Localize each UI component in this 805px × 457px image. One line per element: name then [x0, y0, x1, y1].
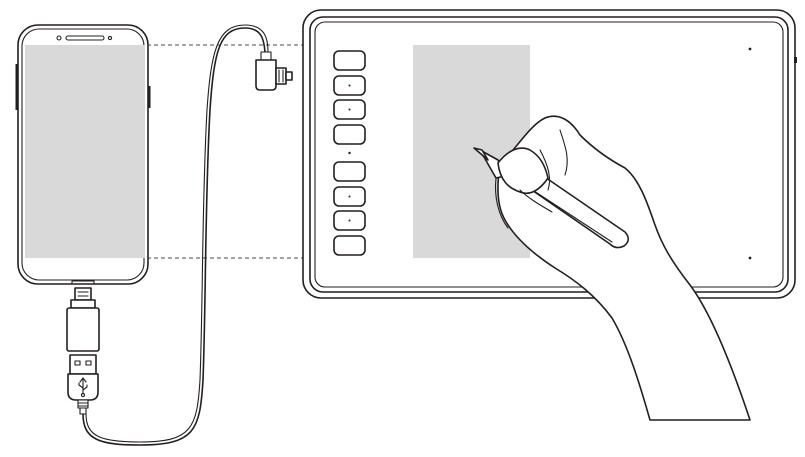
phone-camera-icon — [56, 35, 62, 41]
active-area-corner-marker — [748, 256, 752, 260]
express-keys — [333, 50, 366, 256]
express-key-8[interactable] — [333, 235, 366, 256]
phone-screen — [25, 45, 145, 258]
angled-micro-usb-connector — [255, 51, 293, 91]
usb-a-plug — [67, 354, 99, 415]
usb-icon — [78, 377, 88, 398]
key-divider-dot — [348, 151, 351, 155]
phone-earpiece — [65, 35, 105, 41]
active-area-corner-marker — [748, 47, 752, 51]
usb-cable — [82, 24, 269, 446]
express-key-5[interactable] — [333, 161, 366, 182]
express-key-4[interactable] — [333, 124, 366, 145]
phone-power-button — [147, 86, 151, 108]
hand-with-stylus — [473, 115, 751, 421]
express-key-1[interactable] — [333, 50, 366, 71]
phone-volume-button — [15, 64, 19, 110]
smartphone — [15, 24, 151, 285]
otg-adapter — [66, 287, 100, 352]
